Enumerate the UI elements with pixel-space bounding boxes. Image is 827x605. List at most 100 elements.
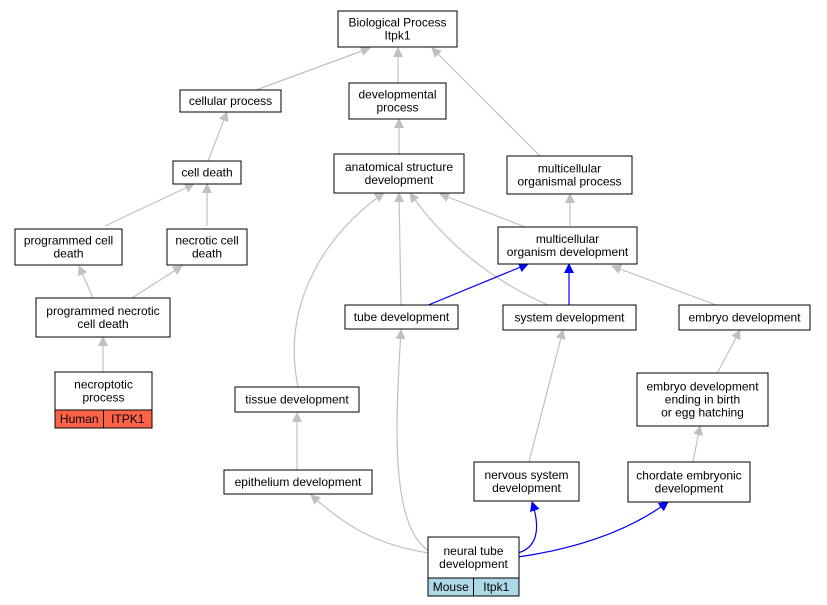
edge-tube-to-mod-blue (425, 262, 529, 307)
node-box (234, 386, 360, 413)
node-label-line: organismal process (517, 175, 621, 189)
edge-tube-to-anatomical (394, 192, 405, 306)
node-box (348, 82, 447, 120)
node-label-line: multicellular (538, 162, 601, 176)
edge-programmed-cell-death-to-cell-death (104, 183, 195, 227)
gene-cell (103, 409, 153, 429)
edge-embryo-to-mod (611, 264, 717, 306)
edge-mod-to-anatomical (439, 192, 526, 228)
node-embryo-development: embryo development (678, 304, 811, 331)
edge-system-to-anatomical (409, 192, 549, 306)
node-label-line: multicellular (536, 232, 599, 246)
edge-pncd-to-necrotic (131, 265, 183, 299)
node-label-line: development (492, 481, 561, 495)
edge-cellular-process-to-root (255, 46, 371, 91)
edge-multicellular-process-to-root (431, 47, 541, 157)
edge-pncd-to-programmed-cell-death (78, 265, 94, 299)
node-label-line: development (365, 173, 434, 187)
edge-neural-tube-to-epithelium (310, 494, 429, 554)
edge-neural-tube-to-tube (395, 329, 433, 554)
node-label-line: death (192, 247, 222, 261)
node-label-line: ending in birth (665, 393, 740, 407)
node-label-line: development (439, 557, 508, 571)
node-label-line: or egg hatching (661, 406, 744, 420)
node-label-line: programmed cell (24, 234, 113, 248)
node-label-line: death (53, 247, 83, 261)
node-label-line: cell death (181, 166, 232, 180)
node-box (14, 228, 123, 266)
node-label-line: embryo development (688, 311, 801, 325)
node-label-line: nervous system (484, 468, 568, 482)
species-label: Human (60, 412, 99, 426)
gene-cell (473, 577, 520, 597)
node-tissue-development: tissue development (234, 386, 360, 413)
node-label-line: embryo development (646, 380, 759, 394)
node-label-line: system development (514, 311, 625, 325)
node-label-line: developmental (358, 88, 436, 102)
edges (78, 46, 741, 558)
node-label-line: process (376, 101, 418, 115)
node-label-line: chordate embryonic (636, 469, 741, 483)
edge-neural-tube-to-nervous-blue (517, 501, 540, 554)
species-label: Mouse (433, 580, 469, 594)
node-box (497, 226, 638, 265)
node-label-line: process (82, 391, 124, 405)
node-box (627, 461, 751, 503)
gene-label: ITPK1 (111, 412, 145, 426)
node-epithelium-development: epithelium development (223, 469, 373, 495)
node-label-line: epithelium development (235, 475, 362, 489)
edge-neural-tube-to-chordate-blue (517, 501, 669, 558)
edge-cell-death-to-cellular-process (207, 111, 229, 162)
gene-label: Itpk1 (483, 580, 509, 594)
edge-chordate-to-embryo-ending (692, 425, 704, 463)
node-label-line: cellular process (189, 94, 272, 108)
node-box (506, 155, 633, 195)
node-box (636, 372, 769, 427)
node-box (223, 469, 373, 495)
node-box (473, 461, 580, 502)
node-label-line: neural tube (443, 544, 503, 558)
node-box (166, 228, 248, 266)
node-label-line: necrotic cell (175, 234, 238, 248)
node-label-line: cell death (77, 317, 128, 331)
node-label-line: Itpk1 (384, 29, 410, 43)
node-box (502, 304, 637, 331)
node-box (333, 153, 465, 194)
node-system-development: system development (502, 304, 637, 331)
node-label-line: tissue development (245, 393, 349, 407)
node-cellular-process: cellular process (179, 89, 282, 113)
node-box (337, 10, 458, 48)
node-box (172, 160, 242, 185)
node-label-line: organism development (507, 245, 629, 259)
edge-nervous-to-system (528, 329, 566, 463)
node-label-line: anatomical structure (345, 160, 453, 174)
node-label-line: Biological Process (348, 16, 446, 30)
node-tube-development: tube development (344, 304, 459, 330)
edge-tissue-to-anatomical (293, 192, 385, 388)
node-label-line: tube development (354, 310, 450, 324)
node-cell-death: cell death (172, 160, 242, 185)
node-label-line: necroptotic (74, 378, 133, 392)
node-box (344, 304, 459, 330)
node-label-line: development (655, 482, 724, 496)
node-label-line: programmed necrotic (46, 304, 159, 318)
node-box (678, 304, 811, 331)
node-box (179, 89, 282, 113)
edge-embryo-ending-to-embryo (717, 329, 741, 373)
node-box (35, 297, 171, 338)
